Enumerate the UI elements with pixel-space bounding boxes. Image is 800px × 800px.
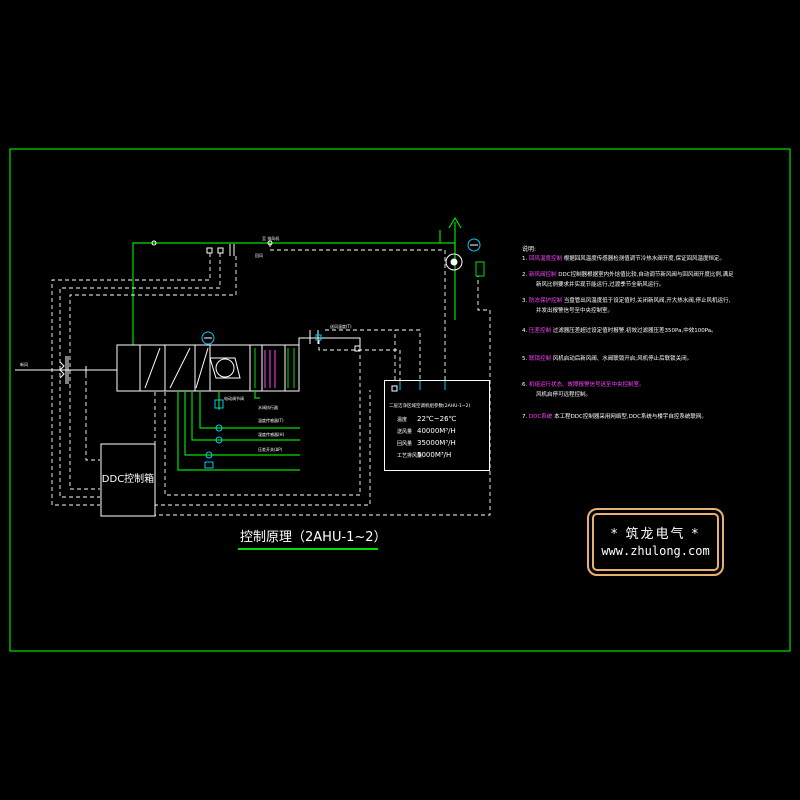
note-item: 6. 机组运行状态、故障报警信号送至中央控制室。 [522, 382, 645, 388]
coil-section [264, 350, 276, 388]
fresh-air-inlet [15, 356, 117, 384]
label-supply-temp: 送风温度(T) [330, 324, 352, 329]
note-item: 并发出报警信号至中央控制室。 [536, 308, 614, 314]
damper-actuator-icon [467, 238, 485, 277]
note-item: 4. 压差控制 过滤器压差超过设定值时报警,初效过滤器压差350Pa,中效100… [522, 328, 717, 334]
label-sensor1: 温度传感器(T) [258, 418, 284, 423]
label-sensor2: 湿度传感器(H) [258, 432, 285, 437]
supply-pipe [132, 216, 462, 345]
note-item: 7. DDC系统 本工程DDC控制器采用网络型,DDC系统与楼宇自控系统联网。 [522, 414, 707, 420]
top-pipe-devices [151, 240, 273, 256]
drawing-frame [9, 148, 791, 652]
label-fresh-air: 新风 [20, 362, 28, 367]
note-item: 新风比例要求并实现节能运行,过渡季节全新风运行。 [536, 282, 665, 288]
label-valve1: 电动调节阀 [224, 396, 244, 401]
caption-underline [238, 548, 378, 550]
exhaust-fan-icon [445, 253, 463, 271]
supply-duct [298, 330, 361, 346]
note-item: 风机启停可远程控制。 [536, 392, 592, 398]
label-top-pipe: 至 排风机 [262, 236, 280, 241]
note-item: 5. 联锁控制 风机启动后新风阀、水阀联锁开启;风机停止后联锁关闭。 [522, 356, 693, 362]
diagram-caption: 控制原理（2AHU-1~2） [240, 530, 387, 545]
control-line-devices [204, 399, 224, 469]
param-title: 二层洁净区域空调机组参数(2AHU-1~2) [389, 404, 471, 409]
label-sensor3: 压差开关(ΔP) [258, 447, 283, 452]
watermark-badge: * 筑龙电气 * www.zhulong.com [587, 508, 724, 576]
coil-pipes [254, 348, 295, 388]
watermark-url: www.zhulong.com [601, 544, 710, 558]
watermark-title: * 筑龙电气 * [610, 527, 701, 542]
ahu-unit [116, 344, 300, 392]
note-item: 1. 回风温度控制 根据回风温度传感器检测值调节冷热水阀开度,保证回风温度恒定。 [522, 256, 726, 262]
label-return-air: 回风 [255, 253, 263, 258]
supply-sensors [315, 334, 361, 352]
fan-motor-icon [201, 331, 215, 345]
note-item: 3. 防冻保护控制 当盘管出风温度低于设定值时,关闭新风阀,开大热水阀,停止风机… [522, 298, 731, 304]
param-box-inputs [391, 380, 446, 392]
note-item: 2. 新风阀控制 DDC控制器根据室内外焓值比较,自动调节新风阀与回风阀开度比例… [522, 272, 734, 278]
green-control-lines [177, 391, 300, 471]
ddc-box-label: DDC控制箱 [101, 474, 155, 485]
ddc-control-box [100, 443, 156, 517]
param-row: 工艺排风量5000M³/H [397, 451, 452, 459]
label-sensor4: 水阀执行器 [258, 405, 278, 410]
notes-title: 说明: [522, 246, 537, 253]
